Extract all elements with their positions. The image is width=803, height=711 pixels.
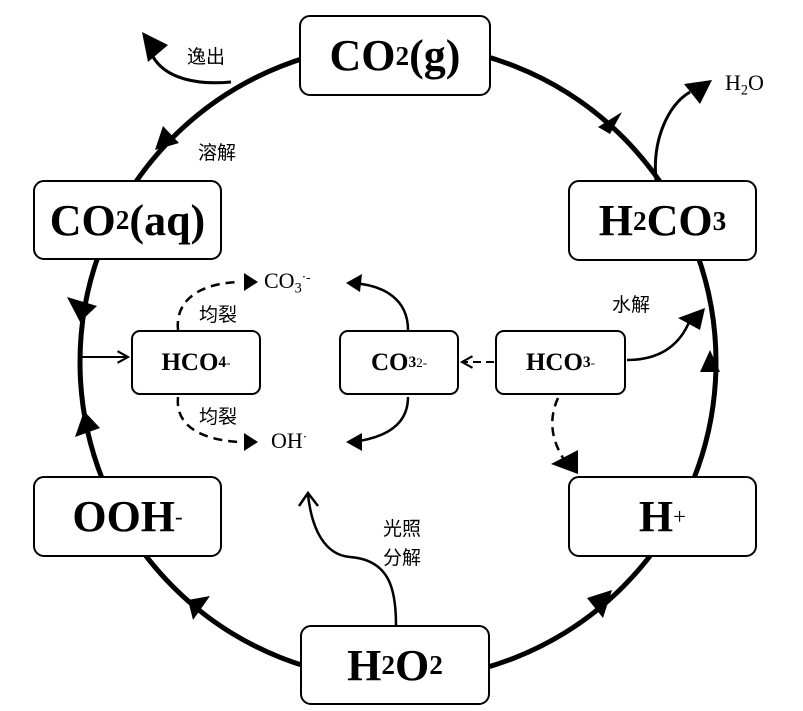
co3-to-oh-radical-arrowhead [346, 433, 362, 451]
hco3-to-hplus-arrowhead [551, 450, 578, 474]
co3-radical-charge: ·- [301, 269, 311, 285]
h2o-o: O [748, 70, 764, 95]
arrowhead-h2co3-to-co2g [598, 112, 622, 134]
hydrolysis-arrowhead [678, 308, 705, 330]
hco4-homolysis-top-dashed [176, 280, 241, 331]
h2o-release-arrow [653, 90, 691, 181]
arrowhead-h2o2-to-ooh [188, 596, 210, 620]
arrowhead-ooh-to-hco4-up [75, 411, 100, 437]
h2o-h: H [725, 70, 741, 95]
label-photolysis-line2: 分解 [383, 547, 422, 569]
arrowhead-hplus-to-h2co3-right [700, 350, 720, 372]
co3-radical-subscript: 3 [294, 280, 302, 297]
h2co3-co: CO [646, 196, 713, 245]
oh-radical-formula: OH [271, 428, 303, 453]
arrowhead-h2o2-to-hplus [587, 590, 612, 618]
co3-to-co3-radical-arrow [351, 281, 410, 331]
h2co3-h: H [598, 196, 633, 245]
hydrolysis-arrow [626, 319, 692, 362]
label-homolysis-top: 均裂 [199, 304, 238, 326]
label-escape: 逸出 [187, 46, 226, 68]
node-ooh-minus: OOH- [33, 476, 222, 557]
escape-arrowhead [142, 32, 168, 62]
co2aq-phase: (aq) [129, 195, 206, 245]
arrowhead-co2aq-to-hco4-down [67, 297, 97, 322]
co3-formula: CO [370, 348, 409, 376]
hplus-h: H [638, 492, 674, 541]
photolysis-arrow [306, 494, 398, 626]
hco3-to-hplus-dashed [551, 397, 565, 459]
oh-radical-label: OH· [271, 428, 307, 454]
label-homolysis-bottom: 均裂 [199, 406, 238, 428]
co2g-phase: (g) [409, 31, 461, 80]
arrowhead-co2g-to-co2aq [155, 126, 179, 150]
hco3-formula: HCO [525, 348, 583, 376]
h2o2-o: O [395, 640, 430, 690]
label-dissolve: 溶解 [198, 142, 237, 164]
hco4-homolysis-bottom-dashed [176, 396, 241, 444]
co2g-formula: CO [329, 31, 396, 80]
co2aq-formula: CO [49, 195, 116, 245]
h2o-product-label: H2O [725, 70, 764, 99]
label-photolysis: 光照 分解 [383, 515, 421, 573]
photolysis-arrowhead [297, 490, 319, 507]
label-photolysis-line1: 光照 [383, 518, 422, 540]
co3-to-co3-radical-arrowhead [346, 274, 362, 292]
label-hydrolysis: 水解 [612, 294, 651, 316]
h2o-arrowhead [684, 80, 712, 104]
oh-radical-dot: · [302, 429, 308, 445]
escape-arrow [150, 54, 232, 85]
hco4-homolysis-bottom-arrowhead [244, 433, 258, 451]
co3-radical-formula: CO [264, 268, 295, 293]
h2o2-h: H [347, 640, 382, 690]
hco4-homolysis-top-arrowhead [244, 273, 258, 291]
ooh-formula: OOH [72, 492, 176, 541]
cycle-direction-arrows [67, 112, 720, 620]
node-h-plus: H+ [568, 476, 757, 557]
h2o-subscript: 2 [740, 82, 749, 99]
hco4-formula: HCO [161, 348, 219, 376]
co3-radical-label: CO3·- [264, 268, 311, 297]
